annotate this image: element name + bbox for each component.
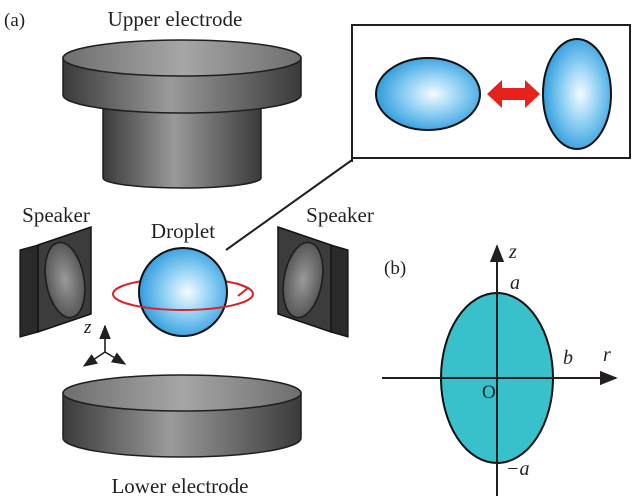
- upper-electrode-label: Upper electrode: [108, 7, 243, 31]
- rotation-arrow-head: [235, 282, 250, 297]
- b-axis-z-label: z: [508, 241, 517, 263]
- panel-b-label: (b): [384, 258, 406, 279]
- b-axis-r-label: r: [603, 344, 611, 366]
- speaker-cone-right: [282, 241, 324, 319]
- speaker-cone-left: [44, 241, 86, 319]
- speaker-left-label: Speaker: [22, 203, 90, 227]
- lower-electrode: [62, 374, 302, 458]
- oblate-droplet: [375, 57, 481, 131]
- oscillation-double-arrow: [487, 80, 540, 108]
- triad-z-label: z: [83, 317, 92, 338]
- speaker-left: [19, 225, 92, 338]
- oscillation-inset: [351, 24, 631, 159]
- ellipse-cross-section: [382, 244, 618, 496]
- panel-a-label: (a): [4, 10, 25, 31]
- semi-axis-minus-a-label: −a: [506, 458, 530, 480]
- coordinate-triad: z: [82, 317, 127, 367]
- origin-label: O: [482, 382, 496, 403]
- semi-axis-a-label: a: [510, 272, 520, 294]
- prolate-droplet: [542, 38, 612, 150]
- semi-axis-b-label: b: [563, 347, 573, 369]
- upper-electrode: [62, 39, 302, 189]
- speaker-right-label: Speaker: [306, 203, 374, 227]
- droplet-label: Droplet: [151, 219, 215, 243]
- levitated-droplet: [112, 247, 254, 337]
- rotation-ring-front: [112, 293, 254, 311]
- zoom-line-lower: [225, 159, 353, 251]
- speaker-right: [277, 225, 349, 338]
- lower-electrode-label: Lower electrode: [111, 474, 248, 498]
- droplet-sphere: [138, 247, 228, 337]
